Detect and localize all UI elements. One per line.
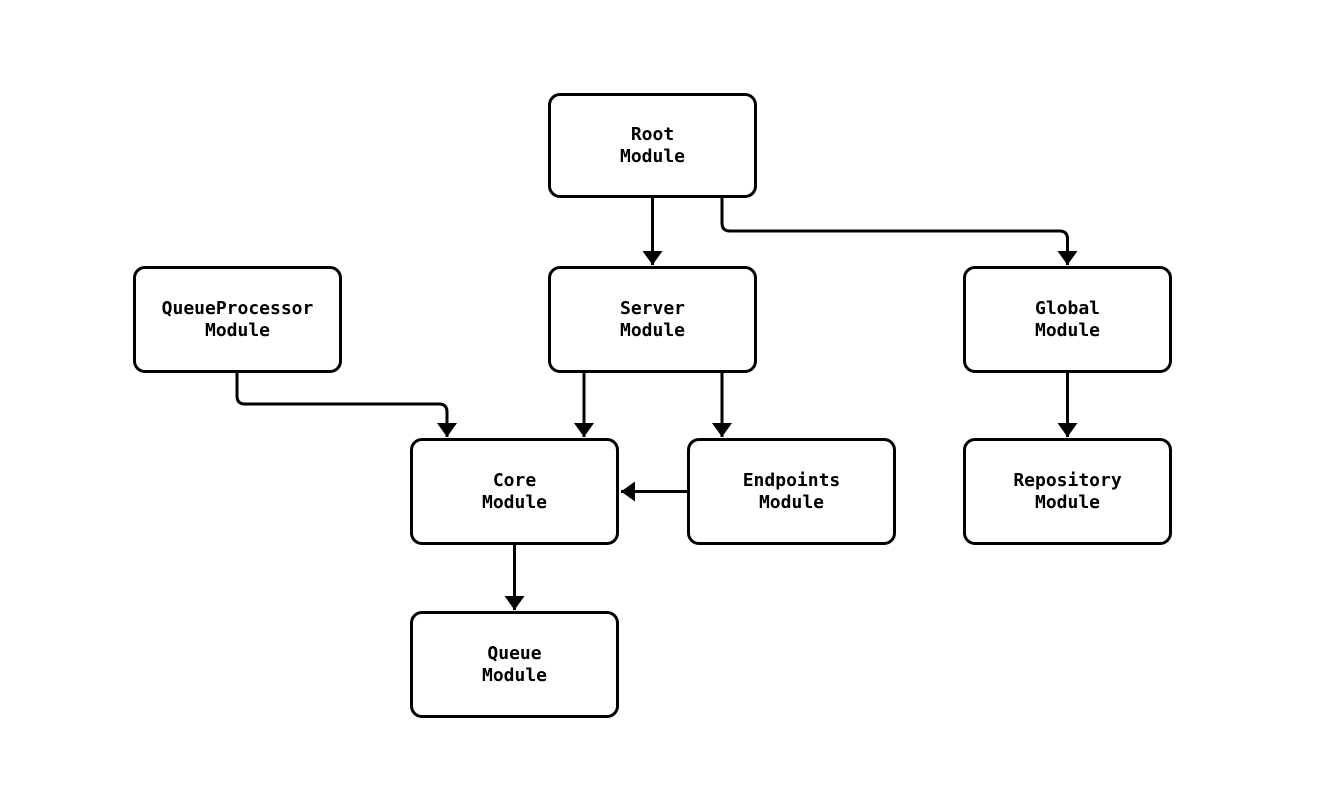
node-root-module: Root Module	[548, 93, 757, 198]
edge-queueprocessor-to-core	[235, 373, 457, 437]
node-core-module: Core Module	[410, 438, 619, 545]
node-queueprocessor-module: QueueProcessor Module	[133, 266, 342, 373]
node-server-module: Server Module	[548, 266, 757, 373]
node-endpoints-module: Endpoints Module	[687, 438, 896, 545]
node-global-module: Global Module	[963, 266, 1172, 373]
edge-root-to-global	[720, 198, 1078, 265]
node-queue-module: Queue Module	[410, 611, 619, 718]
node-repository-module: Repository Module	[963, 438, 1172, 545]
